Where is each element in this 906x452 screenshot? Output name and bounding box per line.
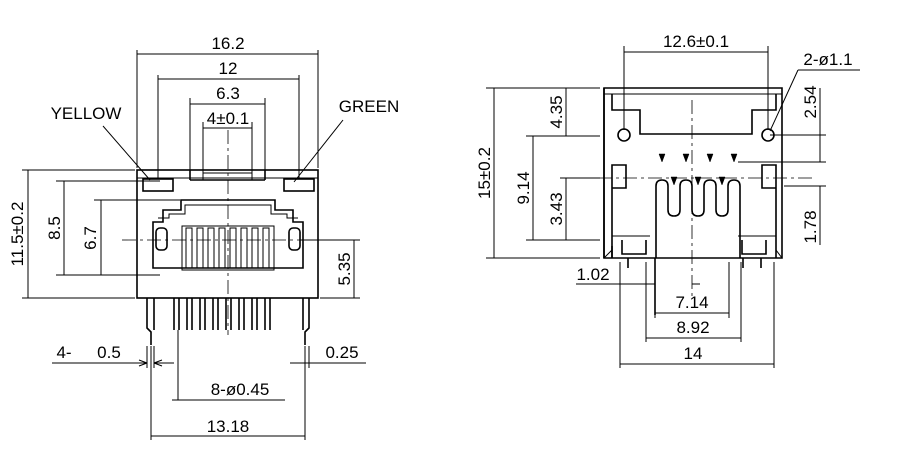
jack-body-outline — [136, 169, 319, 299]
dim-width-top: 12.6±0.1 — [663, 32, 729, 51]
dim-height-914: 9.14 — [514, 171, 533, 204]
contact-arrow — [658, 153, 666, 163]
dim-height-opening: 8.5 — [45, 216, 64, 240]
side-right-step — [761, 164, 777, 258]
left-shield-leg — [146, 298, 155, 345]
label-green-led: GREEN — [339, 97, 399, 116]
top-tab-inner — [202, 172, 253, 180]
dim-width-leds: 12 — [219, 59, 238, 78]
contact-arrow — [706, 153, 714, 163]
mount-hole-left — [617, 128, 631, 142]
contact-arrow — [694, 176, 702, 186]
dim-height-overall-side: 15±0.2 — [475, 147, 494, 199]
front-view: 16.2 12 6.3 4±0.1 YELLOW GREEN 11.5±0.2 … — [8, 34, 399, 440]
dim-height-343: 3.43 — [547, 192, 566, 225]
contact-finger — [185, 227, 193, 269]
dim-height-435: 4.35 — [547, 95, 566, 128]
contact-fingers — [185, 227, 270, 269]
side-top-recess — [611, 94, 777, 135]
leader-hole — [769, 69, 799, 132]
side-body-outline — [603, 87, 783, 259]
contact-finger — [207, 227, 215, 269]
dim-pin-diameter: 8-ø0.45 — [211, 380, 270, 399]
rj45-opening — [152, 199, 304, 269]
left-latch — [155, 227, 168, 251]
side-left-step — [611, 164, 627, 258]
right-latch — [288, 227, 301, 251]
dim-pin-thickness: 0.5 — [97, 343, 121, 362]
dim-span-714: 7.14 — [675, 293, 708, 312]
dim-width-tab: 4±0.1 — [207, 109, 249, 128]
contact-arrow — [730, 153, 738, 163]
dim-height-254: 2.54 — [801, 85, 820, 118]
label-yellow-led: YELLOW — [51, 104, 122, 123]
dim-height-178: 1.78 — [801, 210, 820, 243]
dim-pin-gap: 0.25 — [325, 343, 358, 362]
contact-finger — [229, 227, 237, 269]
led-green-window — [283, 178, 315, 192]
contact-arrows — [658, 153, 738, 186]
dim-hole-diameter: 2-ø1.1 — [803, 50, 852, 69]
dim-height-lower: 5.35 — [335, 252, 354, 285]
contact-finger — [262, 227, 270, 269]
contact-finger — [251, 227, 259, 269]
contact-finger — [218, 227, 226, 269]
dim-height-overall: 11.5±0.2 — [8, 202, 27, 267]
leader-yellow — [102, 125, 151, 181]
dim-span-892: 8.92 — [676, 318, 709, 337]
side-view: 12.6±0.1 2-ø1.1 15±0.2 9.14 4.35 3.43 2.… — [475, 32, 860, 368]
contact-arrow — [682, 153, 690, 163]
contact-finger — [240, 227, 248, 269]
leader-green — [293, 119, 344, 183]
dim-width-shield: 6.3 — [216, 84, 240, 103]
contact-arrow — [718, 176, 726, 186]
dim-offset-102: 1.02 — [576, 265, 609, 284]
front-pins — [173, 298, 271, 330]
led-yellow-window — [142, 178, 174, 192]
right-shield-leg — [302, 298, 310, 345]
dim-width-overall: 16.2 — [211, 34, 244, 53]
contact-finger — [196, 227, 204, 269]
dim-height-inner: 6.7 — [81, 226, 100, 250]
spring-contacts — [655, 179, 741, 258]
side-feet — [611, 240, 767, 258]
dim-width-bottom: 14 — [684, 344, 703, 363]
dim-pin-span: 13.18 — [207, 417, 250, 436]
contact-arrow — [670, 176, 678, 186]
dim-pin-count-label: 4- — [56, 343, 71, 362]
